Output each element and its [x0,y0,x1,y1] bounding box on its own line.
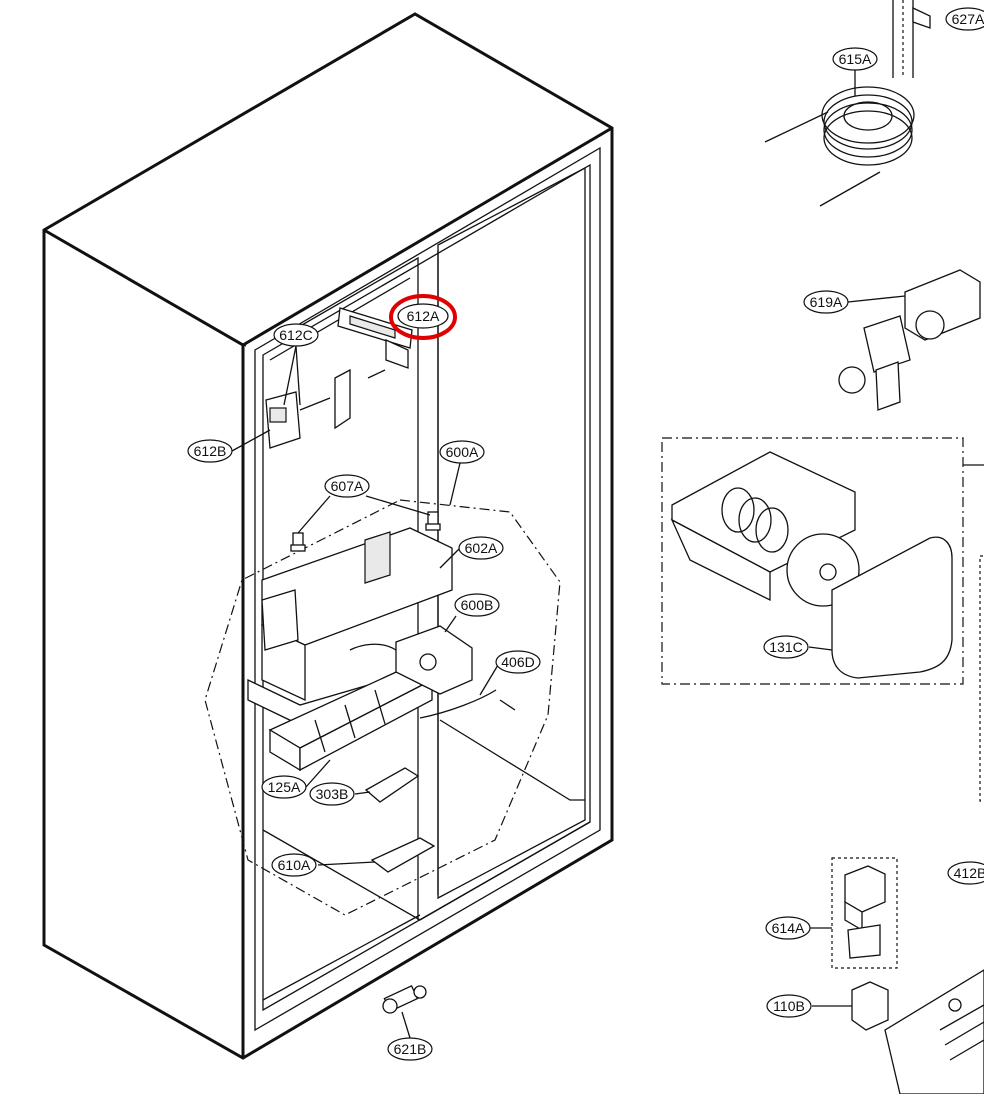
callout-label: 125A [268,779,301,795]
callout-125A: 125A [261,775,307,799]
callout-label: 110B [773,998,805,1014]
callout-label: 612C [279,327,312,343]
part-610A-bracket [370,837,436,873]
callout-612A: 612A [397,303,449,329]
callout-303B: 303B [309,782,355,806]
callout-label: 600A [446,444,479,460]
part-406D-wire [419,689,497,719]
callout-607A: 607A [324,474,370,498]
callout-600B: 600B [454,593,500,617]
leader-lines [231,70,906,1039]
callout-627A: 627A [945,7,984,31]
callout-label: 602A [465,540,498,556]
highlight-612A-circle [389,294,457,340]
callout-619A: 619A [803,290,849,314]
part-lower-right-cover [884,969,984,1094]
callout-615A: 615A [832,47,878,71]
callout-label: 607A [331,478,364,494]
callout-label: 600B [461,597,494,613]
callout-label: 610A [278,857,311,873]
part-619A-water-valve [838,269,981,411]
icemaker-zone-outline [204,499,561,916]
refrigerator-cabinet [42,12,614,1060]
callout-131C: 131C [763,635,809,659]
part-600B-motor [349,625,473,695]
callout-406D: 406D [495,650,541,674]
callout-610A: 610A [271,853,317,877]
callout-612B: 612B [187,439,233,463]
callout-label: 612A [407,308,440,324]
part-607A-screws [290,511,441,552]
part-612C-612B-brackets [265,368,351,449]
callout-612C: 612C [273,323,319,347]
callout-label: 612B [194,443,227,459]
callout-label: 619A [810,294,843,310]
callout-label: 406D [501,654,534,670]
part-131C-ice-dispenser [670,451,953,679]
callout-621B: 621B [387,1037,433,1061]
detail-box-edge [979,555,984,802]
detail-box-614A [831,857,898,969]
part-614A-switch [844,865,886,959]
callout-412B: 412B [947,861,984,885]
callout-label: 615A [839,51,872,67]
detail-box-131C [661,437,964,685]
part-612A-bracket [337,307,413,379]
part-110B-bracket [851,981,889,1031]
callout-614A: 614A [765,916,811,940]
part-303B-clip [364,767,420,803]
callout-602A: 602A [458,536,504,560]
part-621B-fitting [382,985,427,1014]
part-615A-coil-tube [764,86,915,207]
callout-600A: 600A [439,440,485,464]
part-627A-pipe [892,0,931,78]
callout-label: 303B [316,786,349,802]
callout-label: 131C [769,639,802,655]
callout-label: 621B [394,1041,427,1057]
callout-label: 412B [954,865,984,881]
callout-110B: 110B [766,994,812,1018]
callout-label: 614A [772,920,805,936]
callout-label: 627A [952,11,984,27]
